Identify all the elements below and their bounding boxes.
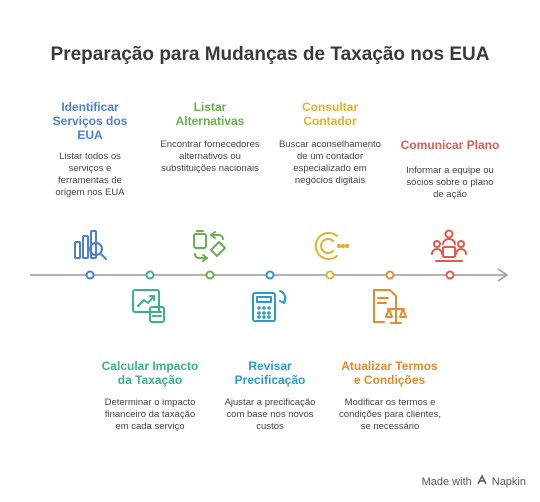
step-title-comunicar: Comunicar Plano xyxy=(400,138,500,152)
timeline-dot xyxy=(325,270,335,280)
diagram-title: Preparação para Mudanças de Taxação nos … xyxy=(50,44,490,65)
team-meeting-icon xyxy=(430,228,468,269)
step-desc-revisar: Ajustar a precificação com base nos novo… xyxy=(224,397,316,432)
step-desc-listar: Encontrar fornecedores alternativos ou s… xyxy=(160,139,260,174)
consult-icon xyxy=(311,228,350,269)
footer-brand: Made with Napkin xyxy=(422,474,526,489)
search-documents-icon xyxy=(72,228,110,269)
step-title-calcular: Calcular Impacto da Taxação xyxy=(101,359,199,387)
step-desc-calcular: Determinar o impacto financeiro da taxaç… xyxy=(104,397,196,432)
timeline-dot xyxy=(265,270,275,280)
footer-brand-name: Napkin xyxy=(491,475,526,488)
swap-icon xyxy=(191,228,229,269)
step-title-consultar: Consultar Contador xyxy=(301,100,358,128)
timeline-dot xyxy=(85,270,95,280)
step-desc-atualizar: Modificar os termos e condições para cli… xyxy=(339,397,441,432)
step-title-atualizar: Atualizar Termos e Condições xyxy=(341,359,438,387)
timeline-dot xyxy=(205,270,215,280)
step-desc-identificar: Listar todos os serviços e ferramentas d… xyxy=(55,151,125,198)
step-title-listar: Listar Alternativas xyxy=(175,100,245,128)
calculator-refresh-icon xyxy=(250,287,290,330)
chart-calculator-icon xyxy=(130,287,168,330)
step-title-identificar: Identificar Serviços dos EUA xyxy=(52,100,128,142)
timeline-dot xyxy=(445,270,455,280)
timeline-dot xyxy=(145,270,155,280)
timeline-arrowhead xyxy=(497,268,509,282)
document-scales-icon xyxy=(370,287,408,332)
step-desc-comunicar: Informar a equipe ou sócios sobre o plan… xyxy=(406,165,494,200)
step-desc-consultar: Buscar aconselhamento de um contador esp… xyxy=(279,139,381,186)
footer-made-with: Made with xyxy=(421,475,472,488)
step-title-revisar: Revisar Precificação xyxy=(234,359,306,387)
napkin-logo-icon xyxy=(476,474,488,489)
timeline-dot xyxy=(385,270,395,280)
